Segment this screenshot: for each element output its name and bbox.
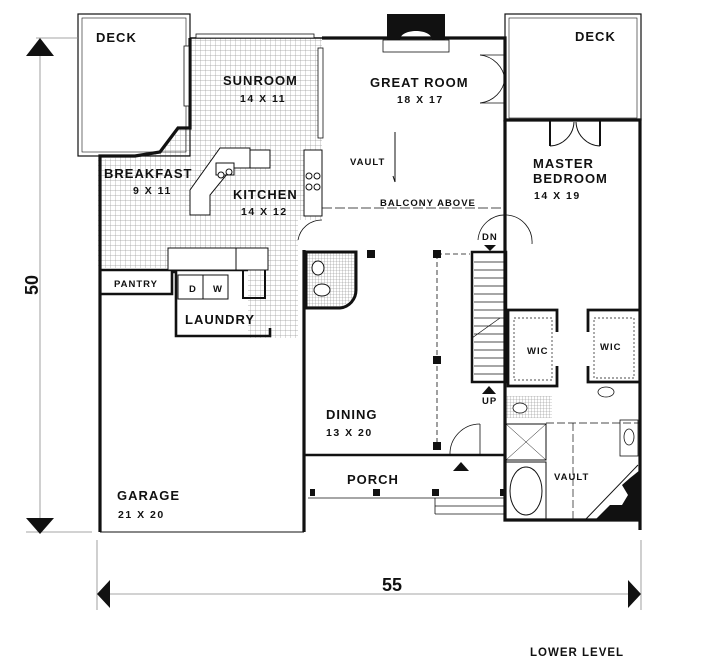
annotation-balcony-above: BALCONY ABOVE (380, 198, 476, 209)
porch-outline (308, 497, 505, 515)
depth-arrow-top (26, 38, 54, 56)
plan-title: LOWER LEVEL (530, 647, 625, 659)
room-label-wic-right: WIC (600, 342, 622, 353)
entry-arrow (453, 462, 469, 471)
depth-arrow-bottom (26, 518, 54, 534)
room-label-laundry: LAUNDRY (185, 312, 256, 327)
room-label-master-bedroom-line1: MASTER (533, 156, 594, 171)
width-dimension (96, 540, 642, 610)
powder-room (304, 250, 358, 310)
room-label-garage: GARAGE (117, 488, 181, 503)
width-arrow-right (628, 580, 641, 608)
kitchen-door-arc (297, 219, 323, 241)
stair-down-arrow (484, 245, 496, 251)
room-label-dining: DINING (326, 407, 378, 422)
dimension-depth: 50 (22, 274, 43, 296)
front-entry-door (449, 423, 481, 456)
dining-colonnade (367, 250, 470, 450)
porch-columns (310, 489, 505, 496)
room-size-great-room: 18 X 17 (397, 94, 444, 106)
annotation-stair-down: DN (482, 232, 498, 243)
room-label-master-bedroom-line2: BEDROOM (533, 171, 608, 186)
annotation-dryer: D (189, 284, 197, 295)
room-size-sunroom: 14 X 11 (240, 93, 287, 105)
dimension-width: 55 (382, 575, 403, 595)
sunroom-windows (183, 33, 324, 139)
walk-in-closets (506, 308, 642, 388)
master-bath (505, 386, 640, 521)
annotation-vault-great-room: VAULT (350, 157, 386, 168)
bath-tub-deck-corner (595, 470, 640, 520)
deck-right-outline (504, 13, 642, 121)
room-label-great-room: GREAT ROOM (370, 75, 469, 90)
fireplace (382, 14, 450, 53)
kitchen-island (189, 147, 271, 216)
tile-floor (98, 38, 552, 418)
annotation-vault-bath: VAULT (554, 472, 590, 483)
width-arrow-left (97, 580, 110, 608)
room-label-kitchen: KITCHEN (233, 187, 298, 202)
room-size-breakfast: 9 X 11 (133, 185, 172, 197)
room-label-sunroom: SUNROOM (223, 73, 298, 88)
room-label-deck-right: DECK (575, 29, 616, 44)
room-size-dining: 13 X 20 (326, 427, 373, 439)
depth-dimension (26, 37, 92, 533)
vault-arrow (392, 132, 396, 183)
room-label-porch: PORCH (347, 472, 399, 487)
room-size-kitchen: 14 X 12 (241, 206, 288, 218)
room-label-wic-left: WIC (527, 346, 549, 357)
laundry-walls (100, 270, 272, 338)
room-label-deck-left: DECK (96, 30, 137, 45)
room-label-breakfast: BREAKFAST (104, 166, 193, 181)
annotation-washer: W (213, 284, 223, 295)
range-counter (303, 149, 323, 217)
great-room-door (479, 54, 506, 104)
lower-counters (167, 247, 269, 271)
room-label-pantry: PANTRY (114, 279, 158, 290)
annotation-stair-up: UP (482, 396, 498, 407)
room-size-garage: 21 X 20 (118, 509, 165, 521)
staircase (470, 214, 533, 384)
master-bedroom-door (549, 120, 601, 147)
room-size-master-bedroom: 14 X 19 (534, 190, 581, 202)
stair-up-arrow (482, 386, 496, 394)
